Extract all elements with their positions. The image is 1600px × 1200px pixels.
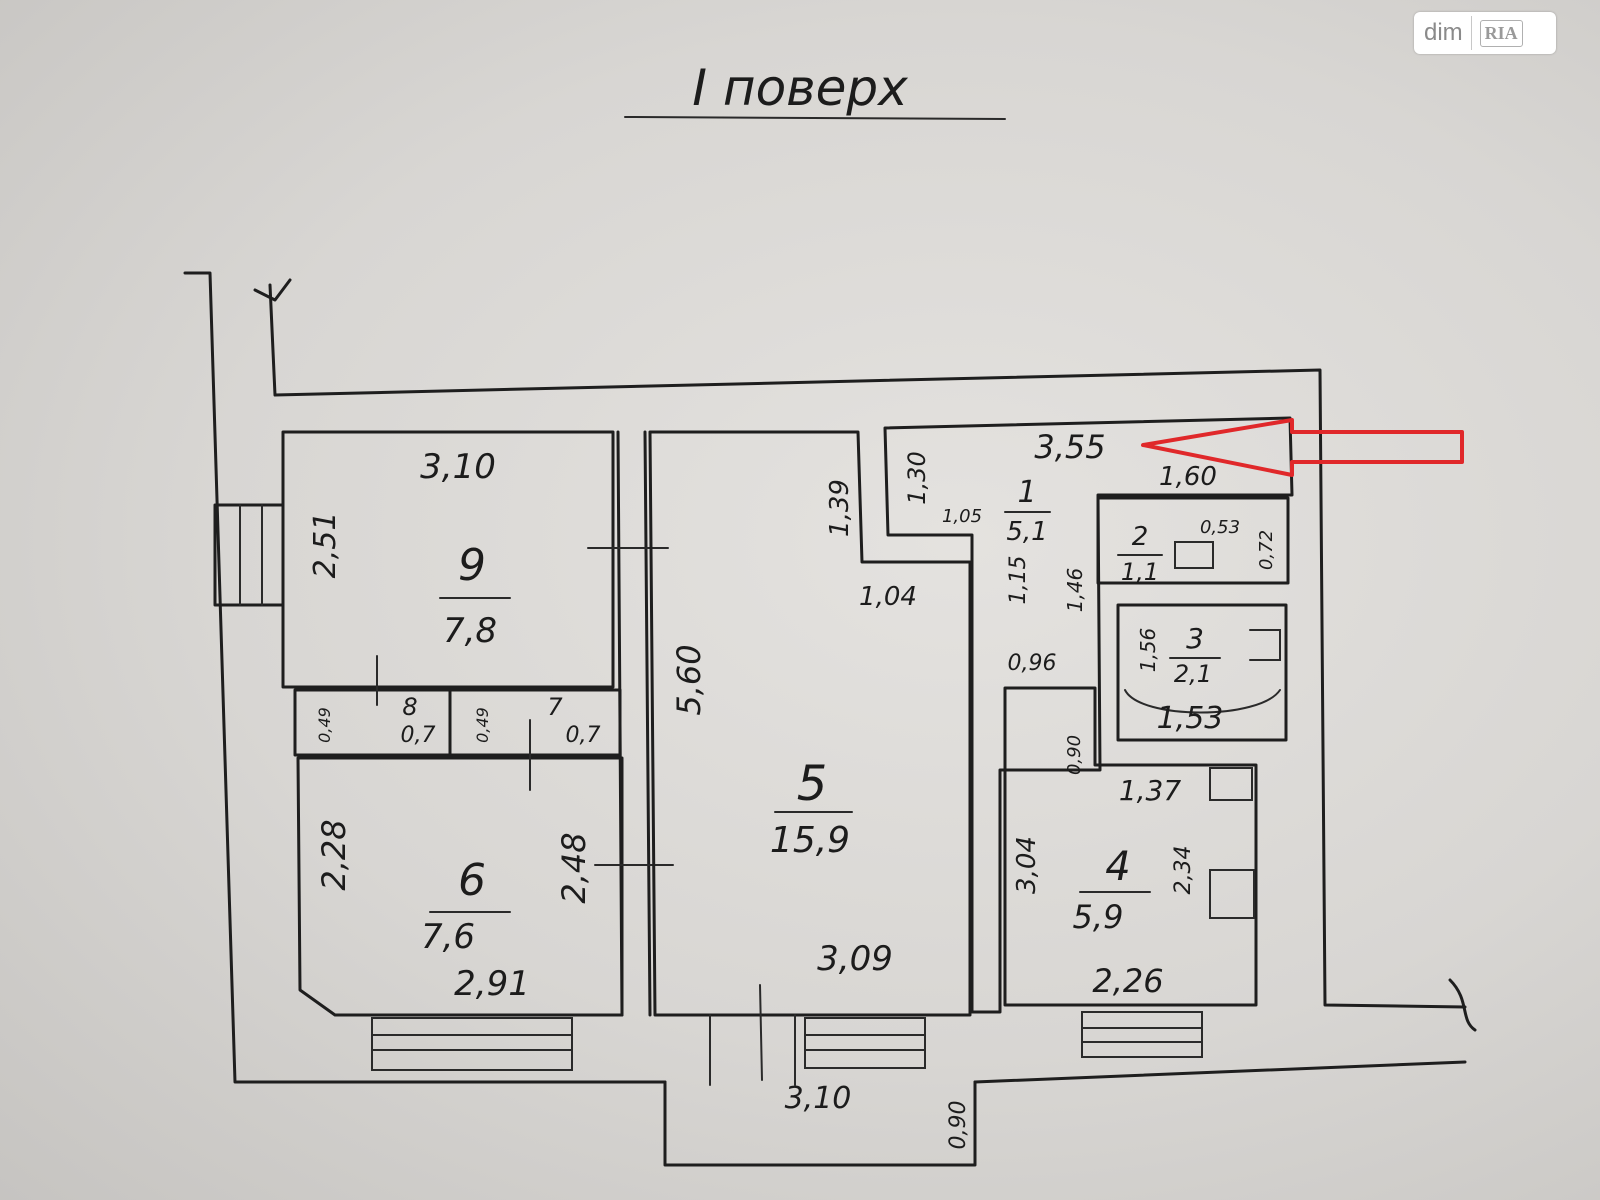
dim-room1-top: 3,55 xyxy=(1034,428,1105,466)
dim-room5-bottom: 3,09 xyxy=(817,939,893,979)
dim-room6-right: 2,48 xyxy=(555,832,593,903)
stove xyxy=(1209,869,1255,919)
room-8-number: 8 xyxy=(402,693,417,721)
dim-room8-side: 0,49 xyxy=(315,707,334,743)
dim-room5-notch-h: 1,04 xyxy=(859,582,917,612)
dim-room6-bottom: 2,91 xyxy=(454,964,530,1004)
dim-room2-side: 0,72 xyxy=(1256,530,1277,570)
plan-title: I поверх xyxy=(692,59,908,117)
room-1-area: 5,1 xyxy=(1006,517,1047,547)
room-labels: 9 7,8 8 0,7 7 0,7 6 7,6 5 15,9 1 5,1 2 1… xyxy=(401,475,1221,957)
watermark-dim-text: dim xyxy=(1424,19,1463,46)
dim-room1-corr-d: 0,90 xyxy=(1064,735,1085,775)
bath-fixture xyxy=(1124,689,1281,714)
entrance-arrow xyxy=(1141,418,1464,477)
dim-room1-under: 1,60 xyxy=(1159,462,1217,492)
room-5-area: 15,9 xyxy=(770,820,850,861)
dim-room2-top: 0,53 xyxy=(1200,517,1240,538)
room-3 xyxy=(1116,603,1288,742)
title-underline xyxy=(624,116,1006,120)
dim-room1-corr-c: 0,96 xyxy=(1008,651,1057,676)
room-8-area: 0,7 xyxy=(401,723,436,748)
room-9 xyxy=(281,430,615,689)
room-9-number: 9 xyxy=(458,540,486,591)
room-2 xyxy=(1096,496,1290,585)
balcony xyxy=(663,1080,977,1167)
dimension-labels: 3,10 2,51 0,49 0,49 2,28 2,48 2,91 5,60 … xyxy=(308,428,1277,1149)
room-5 xyxy=(648,430,972,1017)
dim-room5-notch-v: 1,39 xyxy=(825,479,855,537)
dim-room4-right: 2,34 xyxy=(1171,846,1196,895)
dim-room9-side: 2,51 xyxy=(308,512,343,579)
room-6-number: 6 xyxy=(458,855,486,906)
windows xyxy=(371,984,1203,1086)
room-2-area: 1,1 xyxy=(1121,558,1159,586)
room-6-area: 7,6 xyxy=(421,917,475,957)
room-6 xyxy=(296,756,624,1017)
dim-room4-left: 3,04 xyxy=(1012,836,1042,894)
room-7-area: 0,7 xyxy=(566,723,601,748)
stair-left xyxy=(213,503,285,607)
dim-room5-side: 5,60 xyxy=(670,644,708,715)
watermark-ria-logo: RIA xyxy=(1479,19,1523,47)
room-3-area: 2,1 xyxy=(1174,660,1212,688)
dim-room7-side: 0,49 xyxy=(473,707,492,743)
sink-kitchen xyxy=(1209,767,1253,801)
dim-balcony-width: 3,10 xyxy=(785,1081,852,1116)
room-2-number: 2 xyxy=(1132,522,1149,552)
room-5-number: 5 xyxy=(797,756,828,812)
room-4-area: 5,9 xyxy=(1073,898,1124,936)
toilet-fixture xyxy=(1174,541,1214,569)
dim-room1-side: 1,30 xyxy=(903,451,931,504)
dim-room1-corr-b: 1,46 xyxy=(1063,568,1087,613)
dim-room4-bottom: 2,26 xyxy=(1092,962,1163,1000)
dim-balcony-depth: 0,90 xyxy=(946,1101,971,1150)
dim-room1-mid: 1,05 xyxy=(942,506,982,527)
room-3-number: 3 xyxy=(1186,622,1204,655)
room-9-area: 7,8 xyxy=(443,611,497,651)
dim-room9-top: 3,10 xyxy=(420,447,496,487)
sink-fixture xyxy=(1249,629,1281,661)
room-4-number: 4 xyxy=(1105,844,1130,890)
watermark-divider xyxy=(1470,16,1472,50)
room-1-number: 1 xyxy=(1017,475,1036,510)
dim-ria-watermark: dim RIA xyxy=(1414,12,1556,54)
room-4 xyxy=(1003,686,1258,1007)
dim-room1-corr-a: 1,15 xyxy=(1006,556,1031,605)
partition-wall xyxy=(587,430,674,1017)
dim-room3-bottom: 1,53 xyxy=(1157,701,1224,736)
dim-room6-left: 2,28 xyxy=(315,819,353,890)
room-7-number: 7 xyxy=(547,693,563,721)
dim-room3-side: 1,56 xyxy=(1136,628,1160,673)
outer-walls xyxy=(183,271,1477,1084)
dim-room4-top: 1,37 xyxy=(1119,774,1182,807)
